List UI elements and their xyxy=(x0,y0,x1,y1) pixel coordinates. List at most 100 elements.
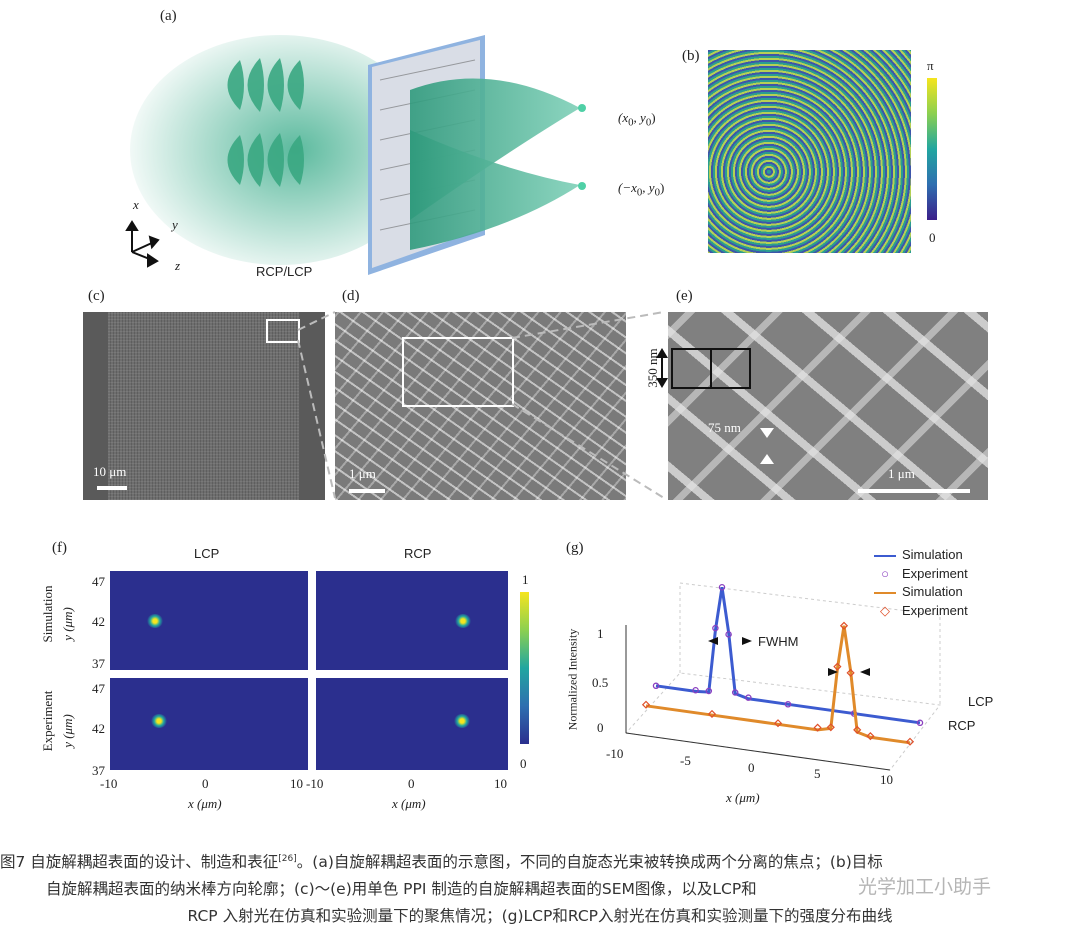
xtick-10: 10 xyxy=(880,772,893,787)
data-point xyxy=(833,662,842,671)
ytick-42-top: 42 xyxy=(92,614,105,629)
row-lcp-label: LCP xyxy=(968,694,994,709)
scale-d-label: 1 μm xyxy=(349,466,376,481)
unit-cell-box-1 xyxy=(671,348,712,389)
xtick-neg5: -5 xyxy=(680,753,691,768)
data-point xyxy=(705,687,713,695)
zoom-box-c xyxy=(266,319,300,343)
heatmap-ylabel-2: y (μm) xyxy=(60,714,75,748)
focal-spot xyxy=(151,714,167,728)
beam-polarization-label: RCP/LCP xyxy=(256,264,313,279)
data-point xyxy=(813,723,822,732)
focus-coord-1: (x0, y0) xyxy=(618,110,656,129)
scale-bar-c xyxy=(97,486,127,490)
scale-c-label: 10 μm xyxy=(93,464,127,479)
fwhm-arrow-right xyxy=(742,637,752,645)
phase-cbar-top: π xyxy=(927,58,934,73)
data-point xyxy=(853,725,862,735)
panel-a-label: (a) xyxy=(160,8,177,24)
intensity-colorbar xyxy=(520,592,529,744)
legend-entry: Simulation xyxy=(874,546,968,565)
width-arrow-top xyxy=(760,428,774,438)
data-point xyxy=(846,668,855,677)
xtick-10-left: 10 xyxy=(290,776,303,791)
intensity-cbar-top: 1 xyxy=(522,572,529,587)
data-point xyxy=(916,719,924,727)
ytick-1: 1 xyxy=(597,626,604,641)
data-point xyxy=(692,686,699,694)
row-rcp-label: RCP xyxy=(948,718,976,733)
phase-colorbar xyxy=(927,78,937,220)
chart-xlabel: x (μm) xyxy=(726,790,760,805)
fwhm-label: FWHM xyxy=(758,634,799,649)
figure-caption: 图7 自旋解耦超表面的设计、制造和表征[26]。(a)自旋解耦超表面的示意图，不… xyxy=(0,846,1080,930)
data-point xyxy=(712,624,719,632)
ytick-47-top: 47 xyxy=(92,574,105,589)
ytick-37-top: 37 xyxy=(92,656,105,671)
xtick-neg10: -10 xyxy=(606,746,624,761)
panel-b-label: (b) xyxy=(682,48,700,64)
heatmap-col-lcp: LCP xyxy=(194,546,220,561)
heatmap-exp-rcp xyxy=(316,678,508,770)
panel-e-label: (e) xyxy=(676,288,693,304)
zoom-box-d xyxy=(402,337,514,407)
heatmap-exp-lcp xyxy=(110,678,308,770)
axis-x-label: x xyxy=(133,197,139,212)
focal-spot xyxy=(147,614,163,628)
ytick-47-bottom: 47 xyxy=(92,681,105,696)
data-point xyxy=(707,709,717,719)
data-point xyxy=(773,719,783,728)
chart-x-axis xyxy=(625,732,891,771)
phase-cbar-bottom: 0 xyxy=(929,230,936,245)
data-point xyxy=(745,694,752,701)
metasurface-schematic xyxy=(125,35,586,275)
fwhm-arrow-left xyxy=(708,637,718,645)
data-point xyxy=(731,689,739,696)
heatmap-xlabel-right: x (μm) xyxy=(392,796,426,811)
xtick-5: 5 xyxy=(814,766,821,781)
chart-floor xyxy=(624,672,941,771)
series-line xyxy=(645,625,911,745)
panel-c-label: (c) xyxy=(88,288,105,304)
heatmap-xlabel-left: x (μm) xyxy=(188,796,222,811)
heatmap-sim-rcp xyxy=(316,571,508,670)
intensity-cbar-bottom: 0 xyxy=(520,756,527,771)
scale-bar-e xyxy=(858,489,970,493)
caption-line-3: RCP 入射光在仿真和实验测量下的聚焦情况；(g)LCP和RCP入射光在仿真和实… xyxy=(187,907,893,926)
heatmap-ylabel-1: y (μm) xyxy=(60,607,75,641)
data-point xyxy=(826,723,835,732)
heatmap-row-simulation: Simulation xyxy=(40,585,55,643)
phase-map xyxy=(708,50,911,253)
ytick-37-bottom: 37 xyxy=(92,763,105,778)
caption-line-2: 自旋解耦超表面的纳米棒方向轮廓；(c)～(e)用单色 PPI 制造的自旋解耦超表… xyxy=(46,880,757,899)
scale-e-label: 1 μm xyxy=(888,466,915,481)
data-point xyxy=(652,682,660,690)
sem-image-c: 10 μm xyxy=(83,312,325,500)
chart-ylabel: Normalized Intensity xyxy=(565,628,580,731)
focus-coord-2: (−x0, y0) xyxy=(618,180,665,199)
panel-f-label: (f) xyxy=(52,540,67,556)
width-arrow-bottom xyxy=(760,454,774,464)
legend-entry: Simulation xyxy=(874,583,968,602)
xtick-neg10-right: -10 xyxy=(306,776,324,791)
panel-d-label: (d) xyxy=(342,288,360,304)
heatmap-row-experiment: Experiment xyxy=(40,690,55,752)
focal-spot xyxy=(455,614,471,628)
xtick-neg10-left: -10 xyxy=(100,776,118,791)
data-point xyxy=(641,700,651,709)
period-dim-arrow xyxy=(656,348,668,388)
data-point xyxy=(784,701,792,708)
axis-y-label: y xyxy=(172,217,178,232)
width-dim-label: 75 nm xyxy=(708,420,741,435)
caption-line-1: 图7 自旋解耦超表面的设计、制造和表征[26]。(a)自旋解耦超表面的示意图，不… xyxy=(0,853,883,872)
ytick-42-bottom: 42 xyxy=(92,721,105,736)
sem-image-e: 75 nm 1 μm xyxy=(668,312,988,500)
legend-entry: ◇Experiment xyxy=(880,602,968,618)
data-point xyxy=(718,583,726,591)
fwhm-arrow-left-rcp xyxy=(828,668,838,676)
xtick-0-left: 0 xyxy=(202,776,209,791)
data-point xyxy=(905,737,915,746)
chart-legend: Simulation ○Experiment Simulation ◇Exper… xyxy=(874,546,968,620)
panel-g-label: (g) xyxy=(566,540,584,556)
axis-z-label: z xyxy=(175,258,181,273)
